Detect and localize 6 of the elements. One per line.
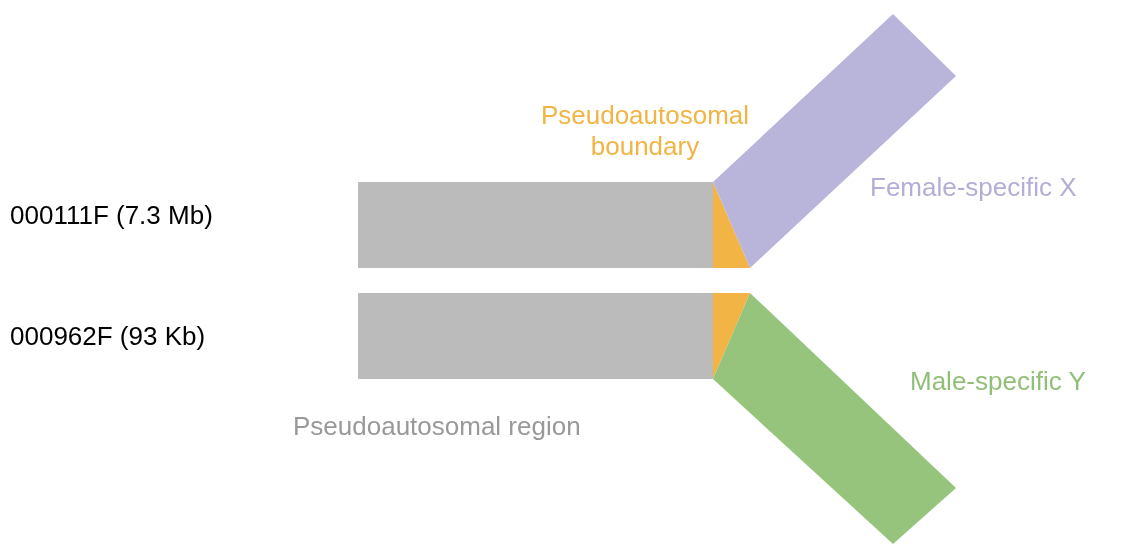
contig-label: 000962F (93 Kb) [10, 321, 206, 353]
boundary-label: Pseudoautosomal boundary [539, 100, 751, 163]
contig-label: 000111F (7.3 Mb) [10, 200, 213, 232]
chromosome-label: Male-specific Y [910, 366, 1086, 398]
region-label: Pseudoautosomal region [293, 411, 581, 443]
chromosome-label: Female-specific X [870, 172, 1077, 204]
